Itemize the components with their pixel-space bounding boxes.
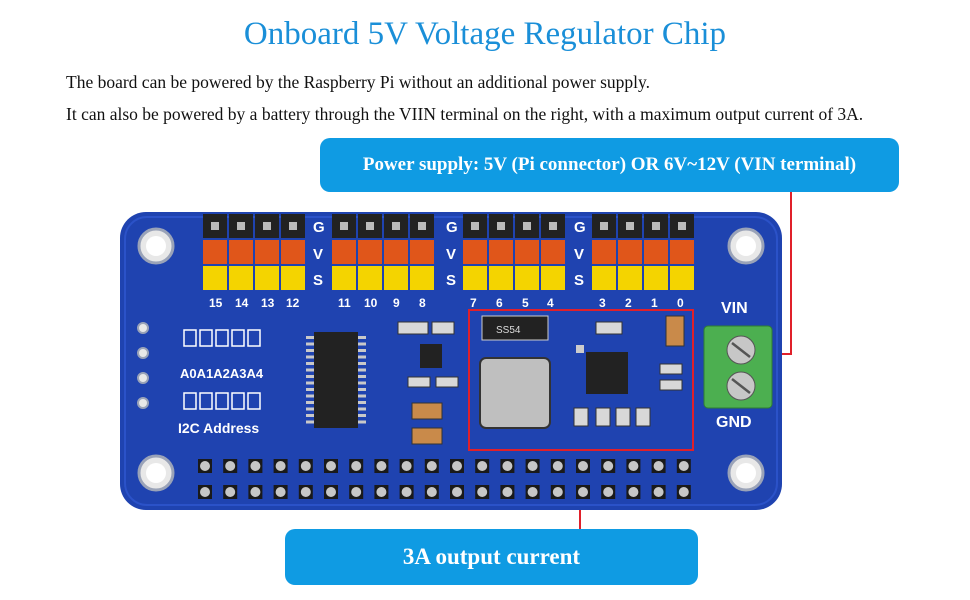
svg-text:11: 11 bbox=[338, 296, 351, 310]
svg-text:12: 12 bbox=[286, 296, 300, 310]
svg-text:S: S bbox=[446, 272, 456, 289]
svg-text:6: 6 bbox=[496, 296, 503, 310]
svg-text:S: S bbox=[574, 272, 584, 289]
description-line-1: The board can be powered by the Raspberr… bbox=[66, 72, 650, 92]
svg-text:S: S bbox=[313, 272, 323, 289]
svg-text:SS54: SS54 bbox=[496, 325, 521, 336]
svg-text:8: 8 bbox=[419, 296, 426, 310]
svg-text:G: G bbox=[574, 219, 586, 236]
vin-terminal-block bbox=[703, 325, 773, 409]
pwm-chip bbox=[306, 332, 366, 428]
regulator-highlight-box bbox=[468, 309, 694, 451]
svg-text:10: 10 bbox=[364, 296, 378, 310]
svg-text:V: V bbox=[574, 246, 584, 263]
channel-labels: 15 14 13 12 11 10 9 8 7 6 5 4 3 2 1 0 bbox=[209, 296, 684, 310]
i2c-address-label: I2C Address bbox=[178, 420, 259, 436]
servo-headers bbox=[203, 214, 694, 290]
row-letters: G V S G V S G V S bbox=[313, 219, 586, 289]
svg-text:G: G bbox=[446, 219, 458, 236]
page-title: Onboard 5V Voltage Regulator Chip bbox=[243, 16, 727, 52]
svg-text:G: G bbox=[313, 219, 325, 236]
svg-text:9: 9 bbox=[393, 296, 400, 310]
svg-text:7: 7 bbox=[470, 296, 477, 310]
address-label: A0A1A2A3A4 bbox=[180, 366, 264, 381]
svg-text:5: 5 bbox=[522, 296, 529, 310]
mounting-holes bbox=[137, 227, 765, 492]
small-components bbox=[397, 321, 459, 445]
svg-text:14: 14 bbox=[235, 296, 249, 310]
svg-text:0: 0 bbox=[677, 296, 684, 310]
svg-text:2: 2 bbox=[625, 296, 632, 310]
regulator-section: SS54 bbox=[479, 315, 685, 429]
svg-text:1: 1 bbox=[651, 296, 658, 310]
power-supply-callout: Power supply: 5V (Pi connector) OR 6V~12… bbox=[320, 138, 899, 192]
output-current-callout: 3A output current bbox=[285, 529, 698, 585]
svg-text:V: V bbox=[313, 246, 323, 263]
svg-text:4: 4 bbox=[547, 296, 554, 310]
svg-text:V: V bbox=[446, 246, 456, 263]
svg-text:3: 3 bbox=[599, 296, 606, 310]
side-vias bbox=[137, 322, 149, 409]
address-jumpers bbox=[183, 329, 261, 410]
gpio-header bbox=[198, 459, 691, 499]
svg-text:15: 15 bbox=[209, 296, 223, 310]
svg-text:13: 13 bbox=[261, 296, 275, 310]
vin-label: VIN bbox=[721, 300, 748, 317]
gnd-label: GND bbox=[716, 414, 752, 431]
description-line-2: It can also be powered by a battery thro… bbox=[66, 104, 864, 124]
